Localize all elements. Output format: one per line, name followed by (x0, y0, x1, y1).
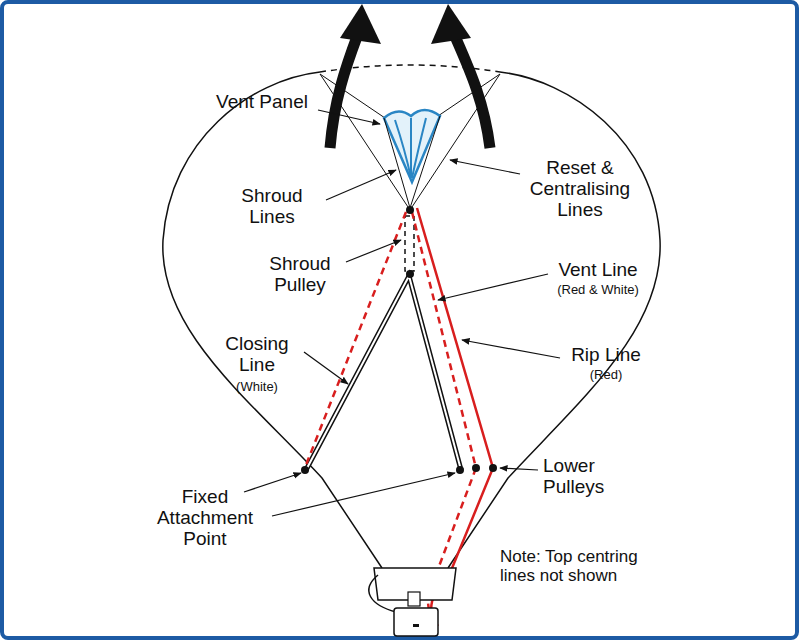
leader-line (450, 160, 520, 174)
pulley-dot (489, 464, 497, 472)
leader-line (438, 274, 548, 300)
fuel-hose (369, 575, 396, 612)
leader-line (346, 240, 401, 262)
air-flow-arrow (330, 34, 358, 148)
leader-line (326, 170, 396, 200)
vent-line-right (412, 212, 476, 628)
closing-line-outer (306, 276, 461, 470)
envelope-right (448, 72, 660, 568)
air-flow-arrowhead (431, 4, 471, 44)
pulley-dot (472, 464, 480, 472)
attachment-dot (456, 466, 464, 474)
part-label: Vent Panel (207, 92, 317, 113)
part-label: Fixed Attachment Point (148, 487, 263, 550)
pulley-dot (406, 206, 414, 214)
colour-note: (Red & White) (543, 283, 653, 297)
part-label: Lower Pulleys (543, 456, 643, 498)
part-label: Closing Line (212, 334, 302, 376)
part-label: Reset & Centralising Lines (518, 158, 643, 221)
leader-line (318, 110, 380, 124)
air-flow-arrow (454, 34, 490, 148)
shroud-lines (384, 116, 440, 208)
part-label: Shroud Lines (222, 186, 322, 228)
air-flow-arrowhead (340, 4, 381, 44)
attachment-dot (301, 466, 309, 474)
leader-line (462, 340, 560, 358)
closing-line-inner (306, 276, 461, 470)
leader-line (500, 468, 538, 470)
leader-line (244, 473, 301, 492)
part-label: Rip Line (556, 345, 656, 366)
basket-mark (413, 624, 419, 627)
burner (408, 592, 420, 606)
leader-line (304, 352, 348, 384)
vent-line-left (304, 212, 406, 470)
colour-note: (White) (212, 380, 302, 394)
part-label: Vent Line (543, 260, 653, 281)
rip-line (417, 208, 493, 626)
part-label: Shroud Pulley (255, 254, 345, 296)
colour-note: (Red) (556, 368, 656, 382)
shroud-pulley (405, 216, 414, 271)
note-text: Note: Top centring lines not shown (500, 548, 670, 585)
leader-line (272, 473, 455, 516)
pulley-dot (406, 270, 414, 278)
basket (394, 608, 438, 636)
vent-panel-folds (395, 118, 426, 178)
